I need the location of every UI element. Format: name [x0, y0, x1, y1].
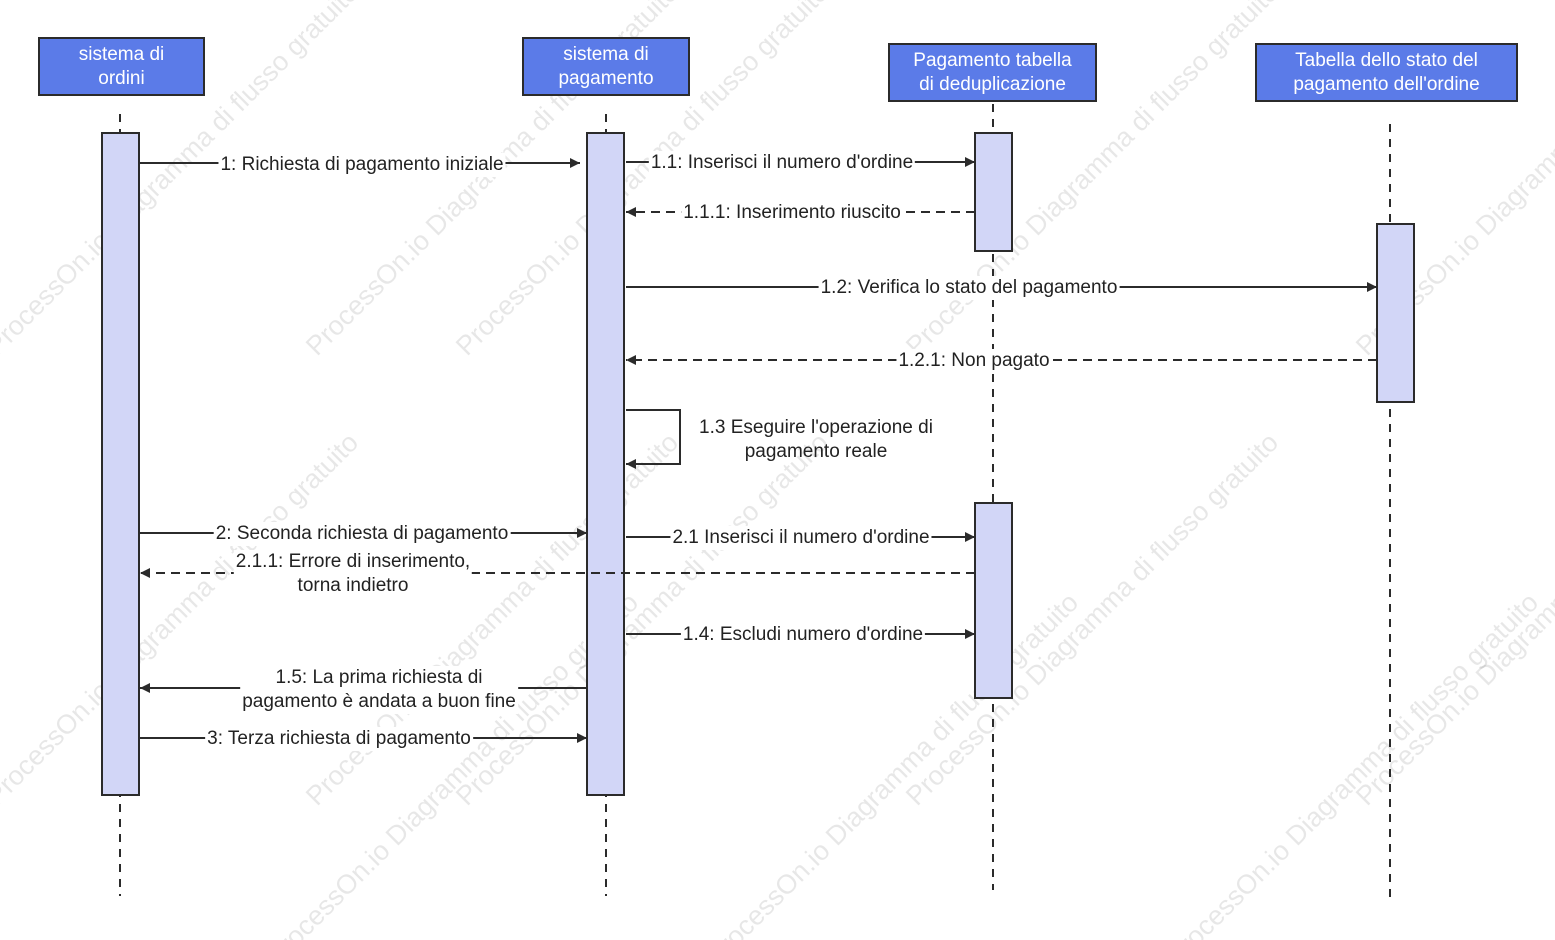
activation-bar-dedup	[974, 132, 1013, 252]
participant-stato[interactable]: Tabella dello stato del pagamento dell'o…	[1255, 43, 1518, 102]
message-label-m3: 3: Terza richiesta di pagamento	[205, 727, 473, 751]
participant-label: sistema di pagamento	[558, 43, 654, 89]
activation-bar-pagamento	[586, 132, 625, 796]
participant-label: Pagamento tabella di deduplicazione	[913, 49, 1072, 95]
message-label-m2-1-1: 2.1.1: Errore di inserimento, torna indi…	[233, 550, 473, 598]
message-label-m1-2: 1.2: Verifica lo stato del pagamento	[818, 276, 1120, 300]
participant-label: Tabella dello stato del pagamento dell'o…	[1293, 49, 1480, 95]
message-label-m2-1: 2.1 Inserisci il numero d'ordine	[670, 526, 932, 550]
activation-bar-stato	[1376, 223, 1415, 403]
participant-dedup[interactable]: Pagamento tabella di deduplicazione	[888, 43, 1097, 102]
message-label-m1-1: 1.1: Inserisci il numero d'ordine	[648, 151, 916, 175]
message-label-m2: 2: Seconda richiesta di pagamento	[213, 522, 511, 546]
message-label-m1-2-1: 1.2.1: Non pagato	[896, 349, 1052, 373]
activation-bar-ordini	[101, 132, 140, 796]
message-label-m1-3: 1.3 Eseguire l'operazione di pagamento r…	[699, 417, 933, 462]
message-arrow-m1-3	[626, 409, 681, 469]
activation-bar-dedup	[974, 502, 1013, 699]
participant-pagamento[interactable]: sistema di pagamento	[522, 37, 690, 96]
participant-ordini[interactable]: sistema di ordini	[38, 37, 205, 96]
message-label-m1: 1: Richiesta di pagamento iniziale	[218, 153, 506, 177]
message-label-m1-1-1: 1.1.1: Inserimento riuscito	[681, 201, 903, 225]
message-label-m1-4: 1.4: Escludi numero d'ordine	[680, 623, 926, 647]
message-label-m1-5: 1.5: La prima richiesta di pagamento è a…	[240, 666, 518, 714]
participant-label: sistema di ordini	[78, 43, 165, 89]
